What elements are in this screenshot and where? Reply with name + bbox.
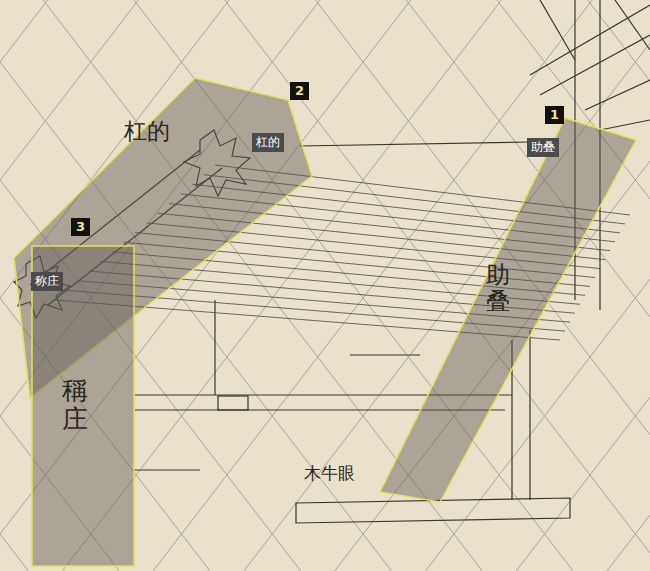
printed-part-name: 木牛眼 (304, 462, 355, 485)
callout-number: 2 (290, 82, 309, 100)
printed-part-name: 杠的 (124, 116, 170, 147)
highlight-region: 1助叠助叠 (376, 100, 640, 506)
part-tag: 称庄 (31, 272, 63, 291)
highlight-outline (380, 118, 636, 502)
highlight-outline (32, 246, 134, 566)
callout-number: 3 (71, 218, 90, 236)
callout-number: 1 (545, 106, 564, 124)
part-tag: 杠的 (252, 133, 284, 152)
part-tag: 助叠 (527, 138, 559, 157)
printed-part-name: 助叠 (486, 262, 510, 315)
highlight-region: 3 称庄稱庄 (28, 214, 138, 568)
printed-part-name: 稱庄 (62, 376, 88, 433)
